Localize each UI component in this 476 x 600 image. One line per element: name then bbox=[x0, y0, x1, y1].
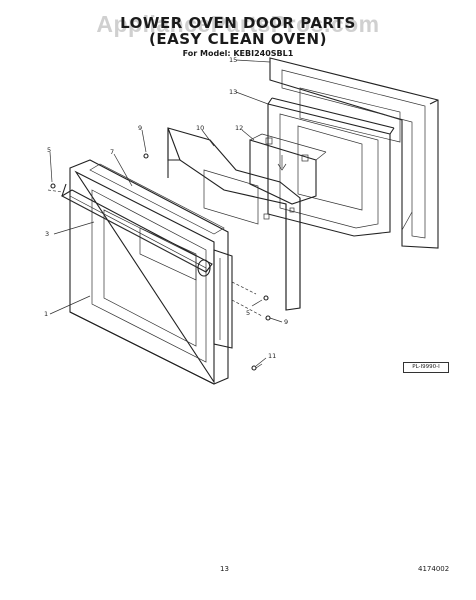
diagram-title: LOWER OVEN DOOR PARTS bbox=[120, 14, 356, 32]
callout-9: 9 bbox=[138, 124, 142, 132]
callout-10: 10 bbox=[196, 124, 204, 132]
part-10-door-panel bbox=[167, 127, 301, 311]
assembly-line bbox=[47, 189, 63, 193]
screw-icon bbox=[50, 153, 271, 371]
part-6-side-strip bbox=[213, 249, 233, 349]
assembly-line bbox=[231, 281, 257, 295]
part-7-top-trim bbox=[89, 163, 225, 235]
part-12-vent-block bbox=[249, 133, 327, 205]
leader-lines bbox=[49, 59, 283, 367]
callout-15: 15 bbox=[229, 56, 237, 64]
callout-9b: 9 bbox=[284, 318, 288, 326]
callout-3: 3 bbox=[45, 230, 49, 238]
reference-code: PL-I9990-I bbox=[403, 362, 449, 373]
callout-7: 7 bbox=[110, 148, 114, 156]
callout-5b: 5 bbox=[246, 309, 250, 317]
callout-12: 12 bbox=[235, 124, 243, 132]
document-number: 4174002 bbox=[418, 565, 450, 573]
callout-1: 1 bbox=[44, 310, 48, 318]
page-number: 13 bbox=[220, 565, 229, 573]
diagram-subtitle: (EASY CLEAN OVEN) bbox=[149, 30, 327, 48]
part-15-rear-panel bbox=[269, 57, 439, 249]
watermark: AppliancePartsPros.com bbox=[96, 11, 380, 37]
callout-5a: 5 bbox=[47, 146, 51, 154]
part-1-outer-door bbox=[69, 159, 229, 385]
part-3-handle bbox=[60, 183, 213, 277]
callout-17: 11 bbox=[268, 352, 276, 360]
part-13-inner-frame bbox=[267, 97, 395, 237]
assembly-line bbox=[231, 299, 263, 317]
callout-13: 13 bbox=[229, 88, 237, 96]
model-number: For Model: KEBI240SBL1 bbox=[182, 49, 294, 58]
